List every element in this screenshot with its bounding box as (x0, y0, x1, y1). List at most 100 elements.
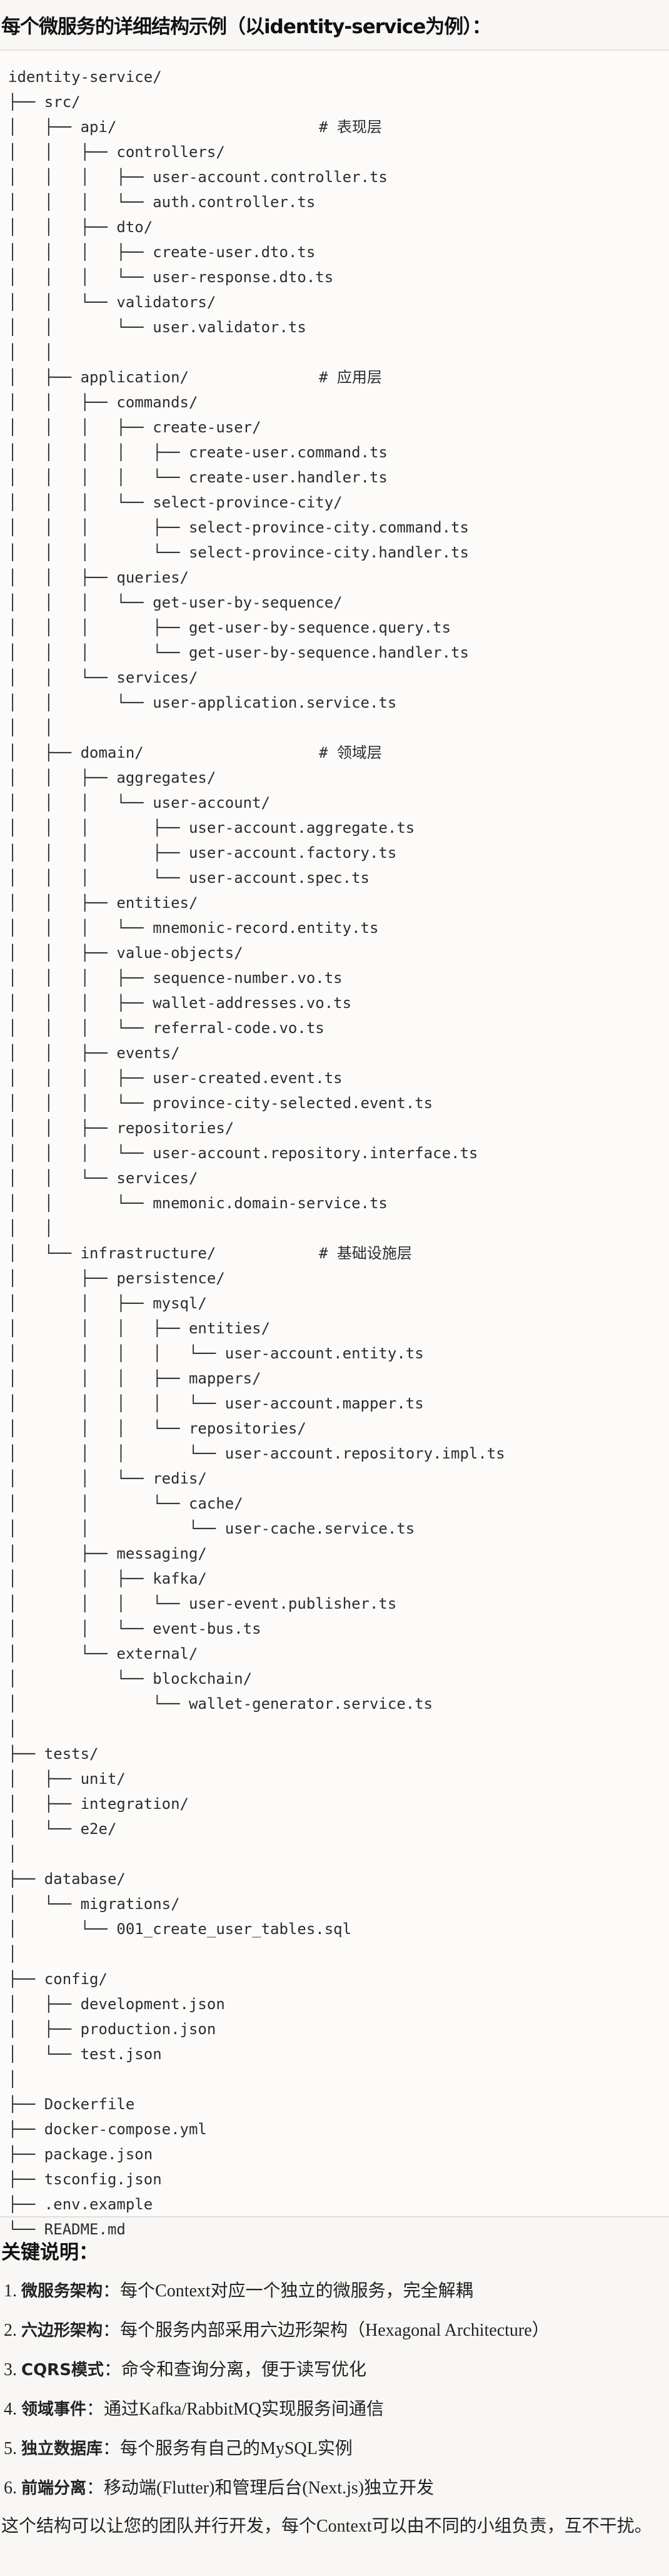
section-header: 每个微服务的详细结构示例（以identity-service为例）： (0, 0, 669, 51)
tree-line: │ └── 001_create_user_tables.sql (8, 1917, 669, 1942)
tree-entry: │ ├── api/ (8, 118, 117, 136)
tree-line: │ └── test.json (8, 2042, 669, 2067)
layer-comment: # 基础设施层 (319, 1245, 412, 1262)
tree-line: │ │ │ └── user-account.spec.ts (8, 865, 669, 890)
note-label: 独立数据库 (21, 2440, 103, 2458)
tree-line: │ │ │ │ └── user-account.mapper.ts (8, 1391, 669, 1416)
tree-entry: │ │ │ ├── user-account.aggregate.ts (8, 819, 415, 837)
tree-entry: │ │ │ │ └── create-user.handler.ts (8, 469, 388, 486)
tree-entry: │ (8, 1845, 18, 1863)
tree-entry: │ │ │ └── get-user-by-sequence/ (8, 594, 343, 611)
tree-entry: │ │ └── user-cache.service.ts (8, 1520, 415, 1537)
tree-line: │ │ └── event-bus.ts (8, 1616, 669, 1641)
tree-entry: │ │ │ ├── sequence-number.vo.ts (8, 969, 343, 987)
layer-comment: # 领域层 (319, 744, 382, 761)
note-label: 领域事件 (21, 2400, 87, 2419)
tree-entry: │ │ ├── mysql/ (8, 1295, 207, 1312)
tree-entry: │ ├── unit/ (8, 1770, 126, 1788)
note-text: ：每个服务有自己的MySQL实例 (103, 2439, 353, 2458)
section-title: 每个微服务的详细结构示例（以identity-service为例）： (1, 16, 491, 38)
tree-line: │ │ │ ├── create-user.dto.ts (8, 240, 669, 265)
tree-entry: │ └── test.json (8, 2045, 162, 2063)
tree-entry: │ │ ├── value-objects/ (8, 944, 243, 962)
tree-entry: ├── config/ (8, 1970, 108, 1988)
tree-line: │ │ ├── kafka/ (8, 1566, 669, 1591)
tree-line: │ ├── development.json (8, 1992, 669, 2017)
tree-entry: │ │ │ │ └── user-account.mapper.ts (8, 1395, 424, 1412)
tree-entry: │ └── infrastructure/ (8, 1245, 216, 1262)
key-notes-title: 关键说明： (1, 2241, 98, 2264)
note-text: ：每个Context对应一个独立的微服务，完全解耦 (103, 2281, 473, 2301)
tree-line: ├── database/ (8, 1866, 669, 1891)
tree-line: │ ├── api/# 表现层 (8, 115, 669, 140)
key-note-item: 6. 前端分离：移动端(Flutter)和管理后台(Next.js)独立开发 (1, 2468, 669, 2508)
note-label: CQRS模式 (21, 2361, 104, 2380)
tree-line: │ │ │ ├── select-province-city.command.t… (8, 515, 669, 540)
tree-line: ├── package.json (8, 2142, 669, 2167)
tree-entry: │ │ │ └── user-account.repository.interf… (8, 1144, 478, 1162)
tree-line: │ │ (8, 340, 669, 365)
tree-entry: │ │ ├── queries/ (8, 569, 189, 586)
tree-line: │ │ ├── queries/ (8, 565, 669, 590)
note-number: 6. (4, 2478, 17, 2498)
tree-entry: │ │ │ └── mnemonic-record.entity.ts (8, 919, 379, 937)
tree-line: │ ├── production.json (8, 2017, 669, 2042)
tree-entry: │ ├── domain/ (8, 744, 144, 761)
tree-line: ├── src/ (8, 89, 669, 115)
tree-entry: │ (8, 1720, 18, 1738)
tree-entry: │ │ │ ├── wallet-addresses.vo.ts (8, 994, 352, 1012)
tree-line: │ │ │ │ ├── create-user.command.ts (8, 440, 669, 465)
note-number: 1. (4, 2281, 17, 2301)
tree-entry: │ │ │ └── repositories/ (8, 1420, 306, 1437)
tree-line: │ │ └── user-application.service.ts (8, 690, 669, 715)
tree-line: │ └── wallet-generator.service.ts (8, 1691, 669, 1716)
tree-line: │ │ └── services/ (8, 665, 669, 690)
tree-entry: ├── src/ (8, 93, 81, 111)
tree-line: │ │ │ ├── user-account.controller.ts (8, 165, 669, 190)
note-number: 3. (4, 2360, 17, 2380)
tree-entry: │ │ │ └── user-account.repository.impl.t… (8, 1445, 505, 1462)
tree-line: │ │ │ └── user-event.publisher.ts (8, 1591, 669, 1616)
tree-line: │ │ │ └── province-city-selected.event.t… (8, 1091, 669, 1116)
tree-entry: │ │ │ ├── create-user/ (8, 419, 261, 436)
tree-entry: │ └── 001_create_user_tables.sql (8, 1920, 352, 1938)
tree-entry: ├── docker-compose.yml (8, 2120, 207, 2138)
note-label: 六边形架构 (21, 2321, 103, 2340)
key-note-item: 4. 领域事件：通过Kafka/RabbitMQ实现服务间通信 (1, 2390, 669, 2429)
tree-line: │ │ ├── commands/ (8, 390, 669, 415)
tree-line: │ │ │ └── select-province-city/ (8, 490, 669, 515)
tree-entry: │ │ ├── repositories/ (8, 1119, 234, 1137)
tree-line: │ (8, 1942, 669, 1967)
tree-entry: │ (8, 1945, 18, 1963)
tree-entry: │ │ ├── entities/ (8, 894, 198, 912)
tree-entry: ├── database/ (8, 1870, 126, 1888)
tree-line: │ │ │ └── select-province-city.handler.t… (8, 540, 669, 565)
tree-entry: │ (8, 2070, 18, 2088)
tree-line: │ │ │ └── user-response.dto.ts (8, 265, 669, 290)
tree-line: │ ├── integration/ (8, 1791, 669, 1816)
tree-line: │ │ └── user-cache.service.ts (8, 1516, 669, 1541)
tree-entry: │ │ └── event-bus.ts (8, 1620, 261, 1637)
tree-line: │ │ │ └── user-account/ (8, 790, 669, 815)
tree-entry: │ │ │ ├── user-account.controller.ts (8, 168, 388, 186)
tree-line: │ │ ├── repositories/ (8, 1116, 669, 1141)
tree-entry: │ │ │ ├── create-user.dto.ts (8, 243, 316, 261)
tree-line: │ │ ├── controllers/ (8, 140, 669, 165)
tree-line: │ │ ├── mysql/ (8, 1291, 669, 1316)
key-note-item: 2. 六边形架构：每个服务内部采用六边形架构（Hexagonal Archite… (1, 2311, 669, 2350)
note-text: ：移动端(Flutter)和管理后台(Next.js)独立开发 (86, 2478, 435, 2498)
tree-line: │ │ │ └── user-account.repository.impl.t… (8, 1441, 669, 1466)
tree-entry: │ │ ├── aggregates/ (8, 769, 216, 787)
tree-line: │ └── infrastructure/ # 基础设施层 (8, 1241, 669, 1266)
tree-entry: ├── .env.example (8, 2196, 153, 2213)
tree-line: │ │ ├── value-objects/ (8, 940, 669, 965)
tree-line: │ │ └── mnemonic.domain-service.ts (8, 1191, 669, 1216)
tree-line: │ (8, 1841, 669, 1866)
tree-line: │ │ │ └── repositories/ (8, 1416, 669, 1441)
tree-line: │ │ └── cache/ (8, 1491, 669, 1516)
tree-line: │ ├── messaging/ (8, 1541, 669, 1566)
tree-line: │ │ │ └── mnemonic-record.entity.ts (8, 915, 669, 940)
tree-line: │ │ │ ├── entities/ (8, 1316, 669, 1341)
